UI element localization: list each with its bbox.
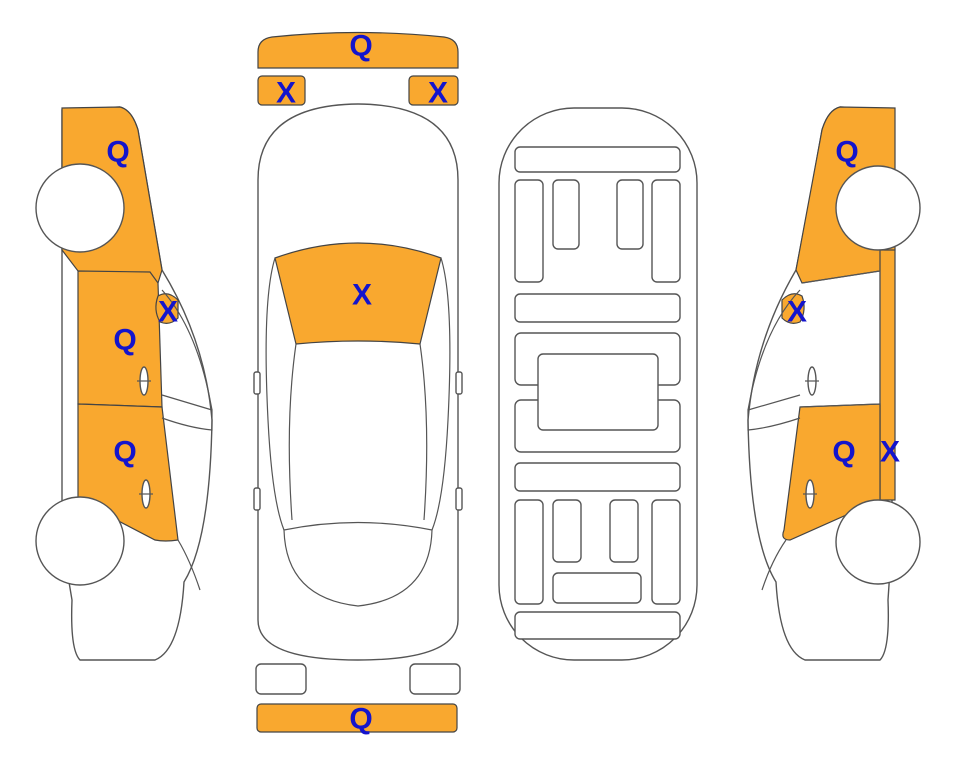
top-right-inner-line (419, 343, 428, 521)
right-front-fender-mark[interactable]: Q (835, 136, 858, 169)
left-rear-door-mark[interactable]: Q (113, 436, 136, 469)
left-front-wheel (35, 163, 125, 253)
underbody-view (498, 107, 698, 661)
left-rear-wheel (35, 496, 125, 586)
rear-bumper-mark[interactable]: Q (349, 703, 372, 736)
top-mirror-left (253, 371, 261, 395)
left-mirror-panel[interactable] (155, 293, 179, 324)
left-side-view (35, 106, 213, 661)
front-bumper-mark[interactable]: Q (349, 30, 372, 63)
left-front-door-mark[interactable]: Q (113, 324, 136, 357)
windshield-mark[interactable]: X (352, 279, 372, 312)
rear-window-outline (283, 521, 433, 607)
right-side-view (747, 106, 921, 661)
right-front-wheel (835, 165, 921, 251)
left-front-fender-mark[interactable]: Q (106, 136, 129, 169)
top-left-side-line (265, 257, 285, 531)
right-rocker-mark[interactable]: X (880, 436, 900, 469)
top-view (253, 31, 463, 733)
headlight-right-mark[interactable]: X (428, 77, 448, 110)
taillight-left (255, 663, 307, 695)
right-mirror-mark[interactable]: X (787, 296, 807, 329)
headlight-right-panel[interactable] (408, 75, 459, 106)
top-body-outline (257, 103, 459, 661)
right-rear-wheel (835, 499, 921, 585)
top-mirror-right (455, 371, 463, 395)
headlight-left-mark[interactable]: X (276, 77, 296, 110)
right-rear-door-mark[interactable]: Q (832, 436, 855, 469)
rear-bumper-panel[interactable] (256, 703, 458, 733)
damage-marks: Q X X X Q Q X Q Q Q X Q X (106, 30, 900, 736)
headlight-left-panel[interactable] (257, 75, 306, 106)
top-handle-left (253, 487, 261, 511)
front-bumper-panel[interactable] (257, 31, 459, 69)
taillight-right (409, 663, 461, 695)
top-handle-right (455, 487, 463, 511)
right-mirror-panel[interactable] (781, 293, 805, 324)
left-mirror-mark[interactable]: X (158, 296, 178, 329)
top-left-inner-line (288, 343, 297, 521)
top-right-side-line (431, 257, 451, 531)
